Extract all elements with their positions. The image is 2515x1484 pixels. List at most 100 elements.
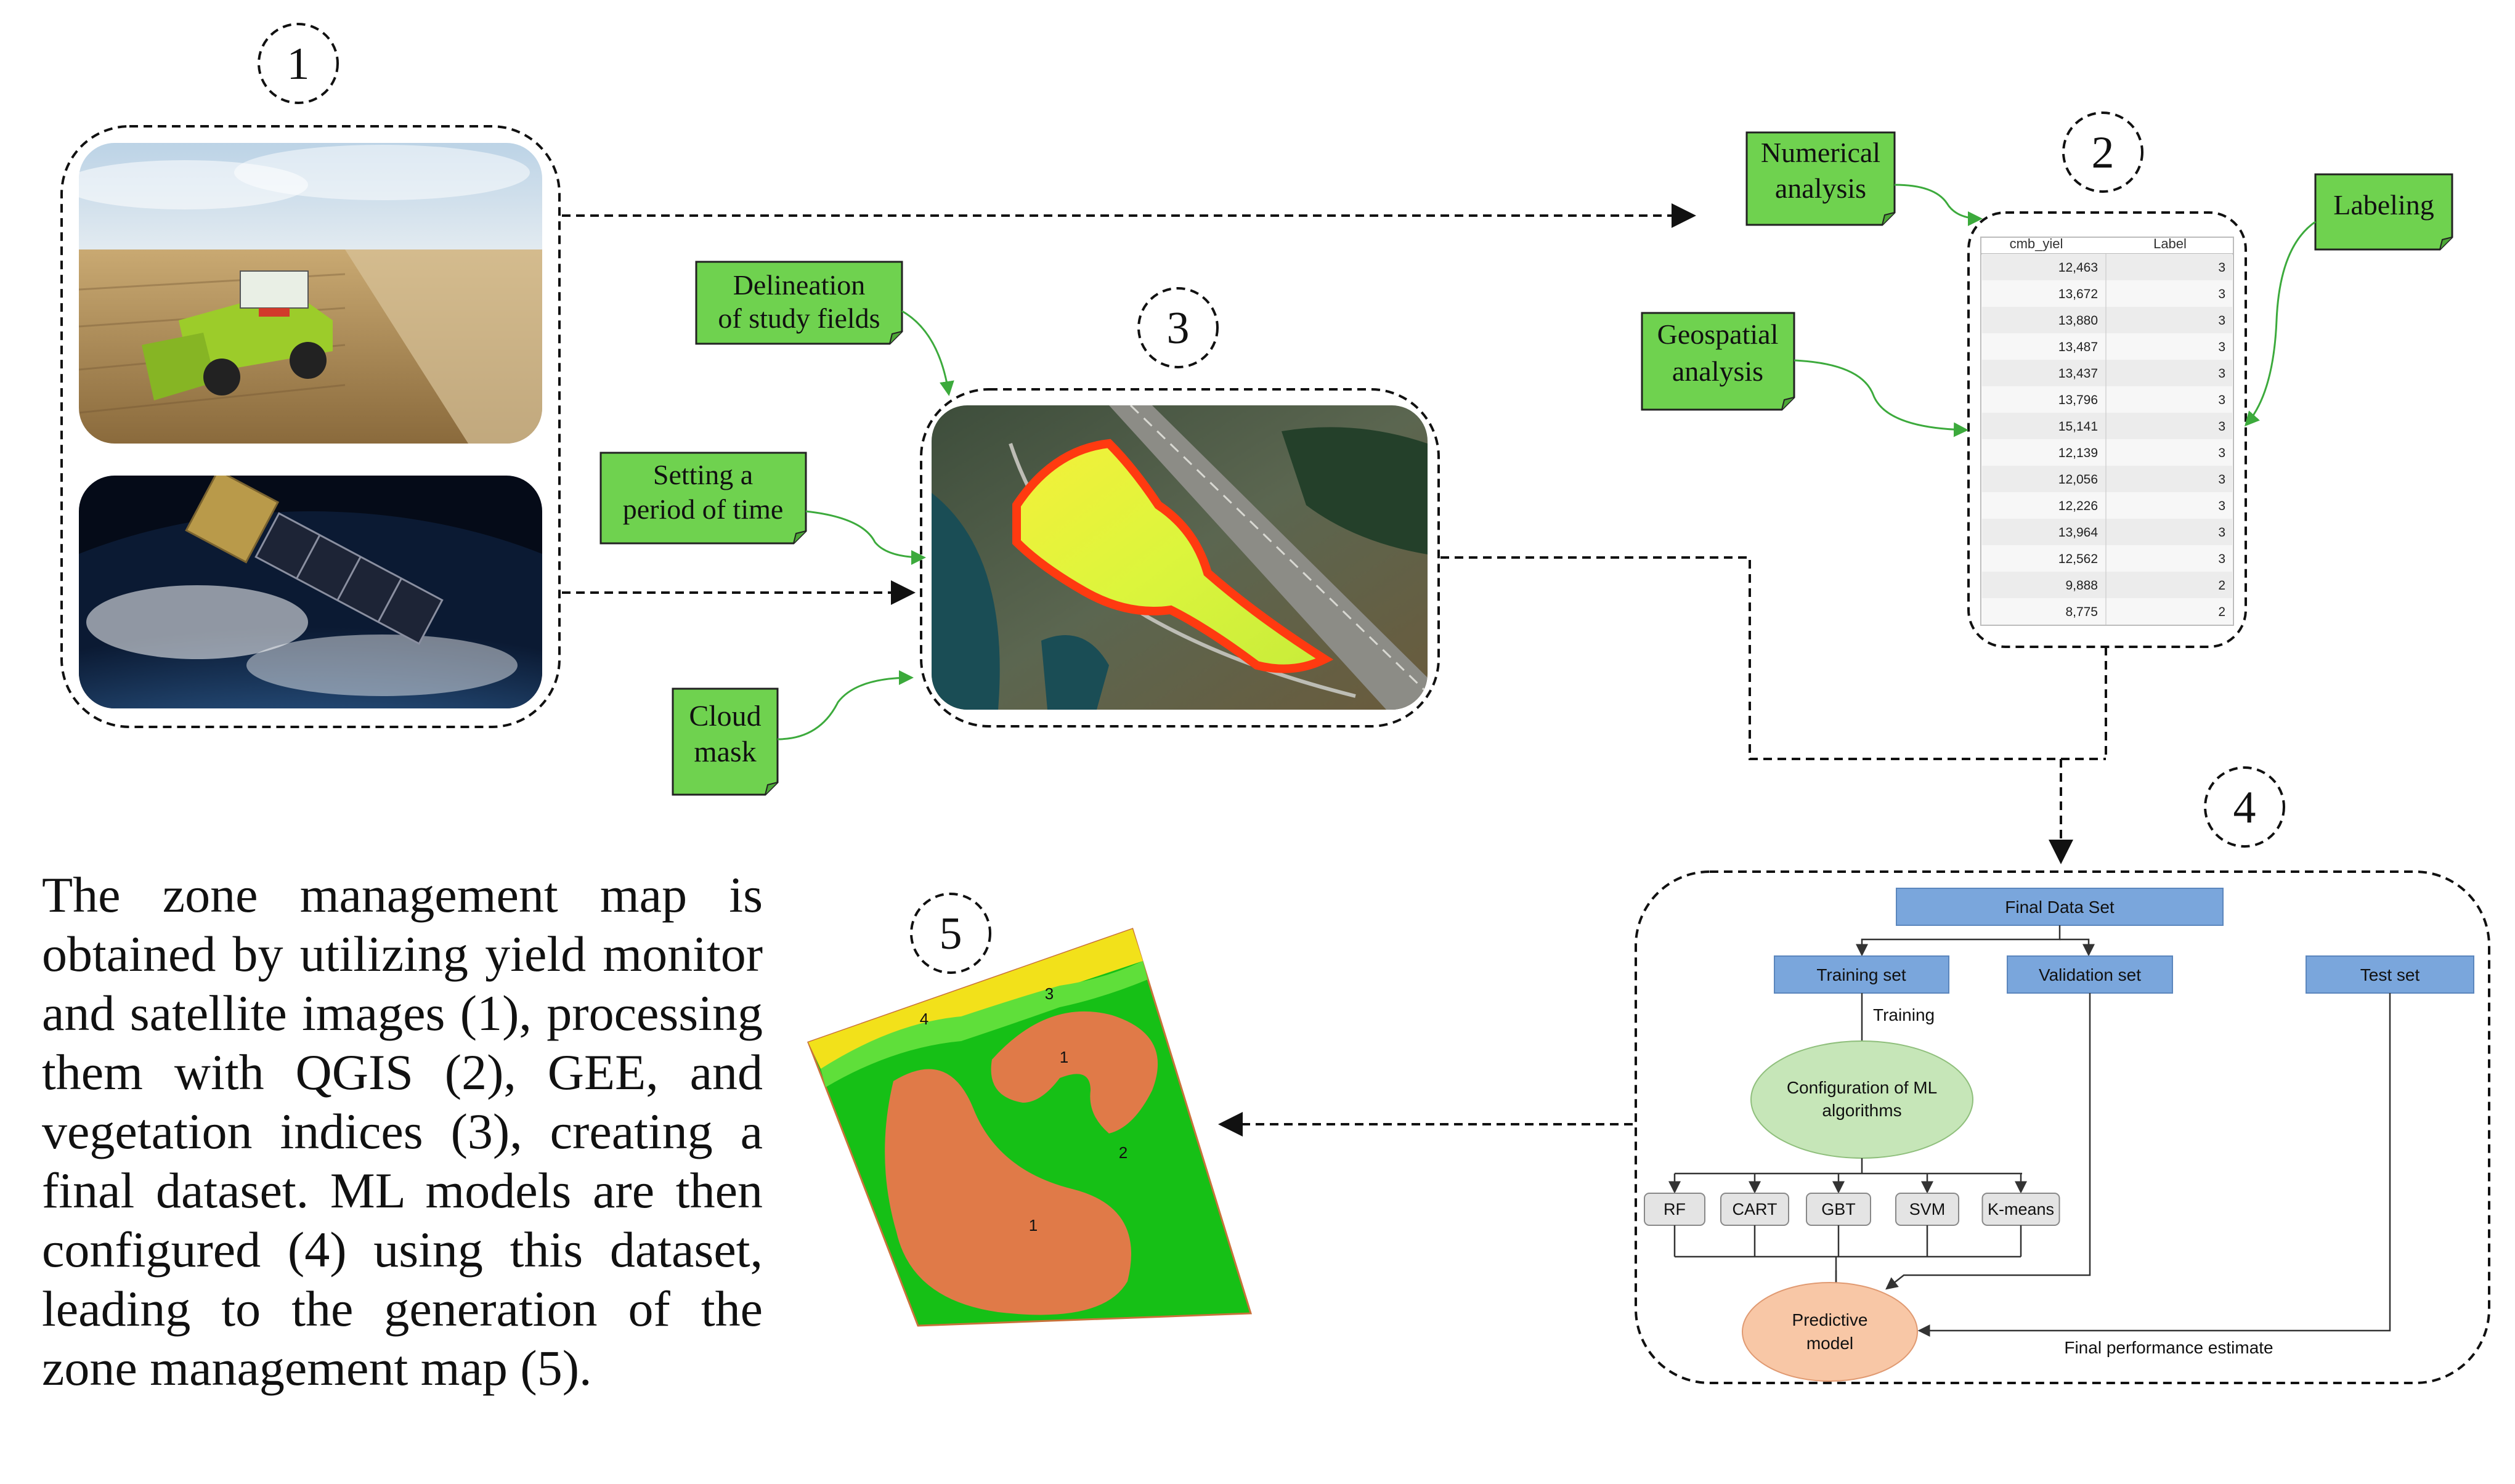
table-row: 13,796 3 (1982, 386, 2232, 413)
connector-delineation (901, 310, 954, 396)
table-row: 12,562 3 (1982, 545, 2232, 572)
step-circle-4: 4 (2204, 766, 2285, 848)
note-labeling: Labeling (2314, 173, 2453, 251)
note-numerical-line-1: Numerical (1761, 137, 1880, 168)
svg-text:SVM: SVM (1909, 1200, 1946, 1218)
algorithm-boxes: RF CART GBT SVM K-means (1644, 1174, 2060, 1258)
table-cell-label: 3 (2218, 261, 2225, 275)
connector-labeling (2244, 221, 2316, 427)
note-numerical-analysis: Numerical analysis (1745, 131, 1896, 226)
final-data-set-box: Final Data Set (1896, 888, 2224, 926)
note-delineation-line-2: of study fields (718, 302, 880, 334)
table-cell-yield: 12,056 (2058, 472, 2098, 487)
panel-2-frame (1967, 211, 2247, 648)
step-number-1: 1 (287, 39, 310, 89)
table-row: 13,437 3 (1982, 360, 2232, 386)
connector-cloud (777, 670, 914, 740)
table-cell-label: 3 (2218, 367, 2225, 381)
zone-management-map: 4 3 1 2 1 (807, 928, 1253, 1327)
note-delineation: Delineation of study fields (695, 261, 903, 345)
note-cloud-mask: Cloud mask (672, 687, 779, 796)
predictive-model-ellipse: Predictive model (1742, 1282, 1918, 1382)
step-circle-3: 3 (1137, 287, 1219, 368)
table-cell-label: 3 (2218, 446, 2225, 460)
ml-config-line-1: Configuration of ML (1787, 1078, 1937, 1097)
table-cell-label: 2 (2218, 605, 2225, 619)
table-cell-yield: 13,672 (2058, 287, 2098, 301)
note-cloud-line-2: mask (694, 736, 756, 768)
note-numerical-line-2: analysis (1775, 172, 1866, 204)
validation-set-box: Validation set (2007, 955, 2173, 994)
table-cell-yield: 12,562 (2058, 552, 2098, 566)
predictive-line-1: Predictive (1792, 1310, 1868, 1329)
note-delineation-line-1: Delineation (733, 269, 866, 301)
table-cell-yield: 13,796 (2058, 393, 2098, 407)
svg-text:K-means: K-means (1988, 1200, 2054, 1218)
table-row: 12,463 3 (1982, 254, 2232, 280)
note-geospatial-line-1: Geospatial (1657, 318, 1779, 350)
algorithm-box-k-means: K-means (1981, 1193, 2060, 1226)
table-cell-label: 3 (2218, 287, 2225, 301)
table-row: 12,139 3 (1982, 439, 2232, 466)
connector-geospatial (1794, 359, 1969, 437)
harvester-photo (79, 143, 542, 444)
table-cell-yield: 12,463 (2058, 261, 2098, 275)
connector-period (805, 510, 926, 565)
table-cell-yield: 13,964 (2058, 525, 2099, 540)
step-number-5: 5 (940, 909, 962, 959)
training-set-box: Training set (1774, 955, 1949, 994)
svg-text:GBT: GBT (1821, 1200, 1856, 1218)
table-cell-yield: 8,775 (2065, 605, 2098, 619)
algorithm-box-cart: CART (1720, 1193, 1789, 1226)
satellite-earth-photo (79, 476, 542, 708)
zone-label-1-top: 1 (1060, 1048, 1068, 1066)
table-cell-label: 3 (2218, 340, 2225, 354)
connector-3-to-4 (1440, 556, 2106, 760)
svg-text:RF: RF (1664, 1200, 1686, 1218)
table-cell-yield: 9,888 (2065, 578, 2098, 593)
zone-label-1-bottom: 1 (1029, 1216, 1038, 1235)
ml-configuration-ellipse: Configuration of ML algorithms (1750, 1040, 1973, 1159)
connector-numerical (1894, 184, 1983, 226)
training-arrow-label: Training (1873, 1005, 1935, 1024)
training-set-label: Training set (1816, 965, 1906, 984)
panel-1-frame (60, 125, 561, 728)
harvester-shape (142, 270, 333, 400)
table-cell-label: 3 (2218, 393, 2225, 407)
validation-set-label: Validation set (2039, 965, 2141, 984)
table-cell-label: 3 (2218, 499, 2225, 513)
table-cell-label: 2 (2218, 578, 2225, 593)
final-performance-label: Final performance estimate (2064, 1338, 2273, 1357)
note-cloud-line-1: Cloud (689, 700, 761, 732)
satellite-field-image (932, 405, 1428, 710)
note-geospatial-analysis: Geospatial analysis (1641, 312, 1795, 411)
zone-label-4: 4 (920, 1010, 928, 1028)
table-row: 9,888 2 (1982, 572, 2232, 598)
svg-text:CART: CART (1732, 1200, 1777, 1218)
table-cell-yield: 12,139 (2058, 446, 2098, 460)
table-cell-yield: 13,487 (2058, 340, 2098, 354)
table-row: 8,775 2 (1982, 598, 2232, 625)
table-row: 13,880 3 (1982, 307, 2232, 333)
table-cell-yield: 12,226 (2058, 499, 2098, 513)
table-header-label: Label (2153, 236, 2187, 251)
note-period-line-1: Setting a (653, 459, 753, 490)
table-cell-yield: 15,141 (2058, 420, 2098, 434)
table-cell-label: 3 (2218, 552, 2225, 566)
table-cell-yield: 13,880 (2058, 314, 2098, 328)
table-cell-yield: 13,437 (2058, 367, 2098, 381)
zone-label-2: 2 (1119, 1143, 1127, 1162)
table-cell-label: 3 (2218, 525, 2225, 540)
test-set-box: Test set (2306, 955, 2474, 994)
table-row: 13,487 3 (1982, 333, 2232, 360)
final-data-set-label: Final Data Set (2005, 898, 2115, 917)
algorithm-box-gbt: GBT (1806, 1193, 1871, 1226)
note-period-line-2: period of time (623, 493, 784, 525)
table-cell-label: 3 (2218, 314, 2225, 328)
table-header-cmb-yiel: cmb_yiel (2010, 236, 2063, 251)
algorithm-box-svm: SVM (1895, 1193, 1959, 1226)
step-circle-5: 5 (910, 893, 991, 974)
